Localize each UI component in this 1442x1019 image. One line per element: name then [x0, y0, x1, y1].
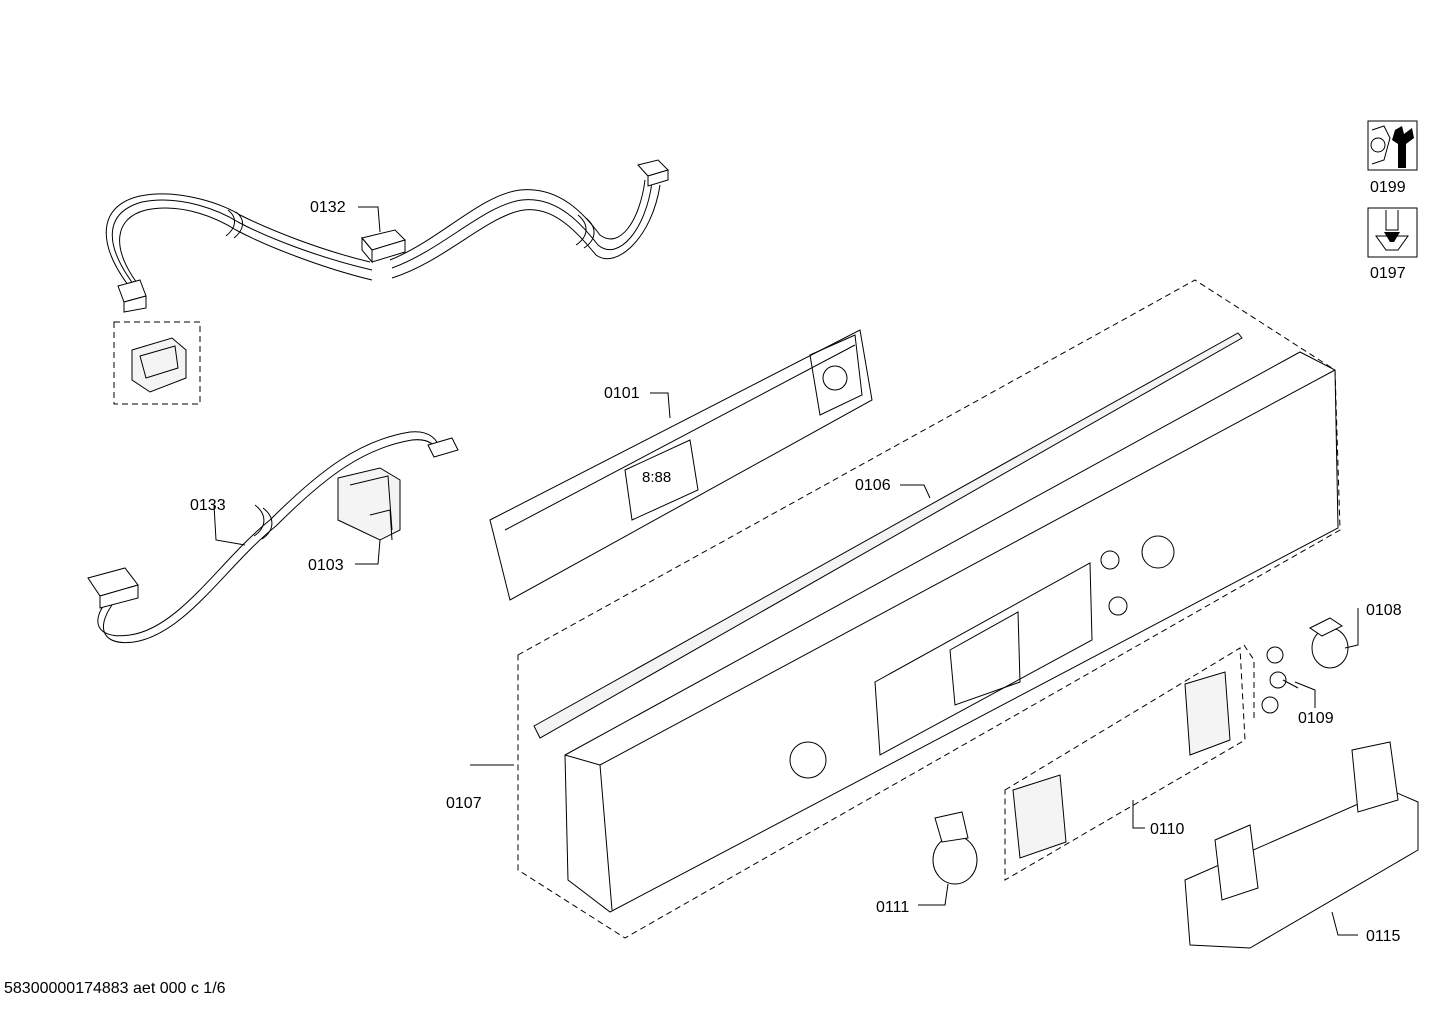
callout-lines: [213, 206, 1359, 936]
screwdriver-icon: [1367, 207, 1418, 258]
control-panel-0107: [517, 279, 1341, 939]
callout-0115: 0115: [1366, 928, 1401, 945]
tool-wrench-nut: 0199: [1367, 120, 1418, 196]
knob-0108: [1309, 617, 1349, 669]
knob-0111: [932, 811, 978, 885]
control-module-0101: 8:88: [489, 329, 873, 601]
bracket-0115: [1184, 741, 1419, 949]
callout-0110: 0110: [1150, 821, 1185, 838]
callout-0111: 0111: [876, 899, 909, 916]
connector-detail-box: [113, 321, 201, 405]
wrench-nut-icon: [1367, 120, 1418, 171]
wire-harness-0133: [87, 431, 459, 644]
switch-0103: [337, 467, 401, 541]
callout-0101: 0101: [604, 385, 640, 402]
callout-0108: 0108: [1366, 602, 1402, 619]
callout-0109: 0109: [1298, 710, 1334, 727]
wire-harness-0132: [105, 159, 669, 313]
callout-0132: 0132: [310, 199, 346, 216]
callout-0107: 0107: [446, 795, 482, 812]
document-footer: 58300000174883 aet 000 c 1/6: [4, 980, 226, 997]
svg-text:8:88: 8:88: [642, 469, 671, 486]
callout-0106: 0106: [855, 477, 891, 494]
button-sets-0110: [1004, 647, 1246, 881]
tool-label-0199: 0199: [1370, 179, 1406, 196]
callout-0103: 0103: [308, 557, 344, 574]
callout-0133: 0133: [190, 497, 226, 514]
buttons-0109: [1243, 644, 1299, 720]
tool-label-0197: 0197: [1370, 265, 1406, 282]
trim-strip-0106: [533, 332, 1243, 739]
tool-screwdriver: 0197: [1367, 207, 1418, 282]
